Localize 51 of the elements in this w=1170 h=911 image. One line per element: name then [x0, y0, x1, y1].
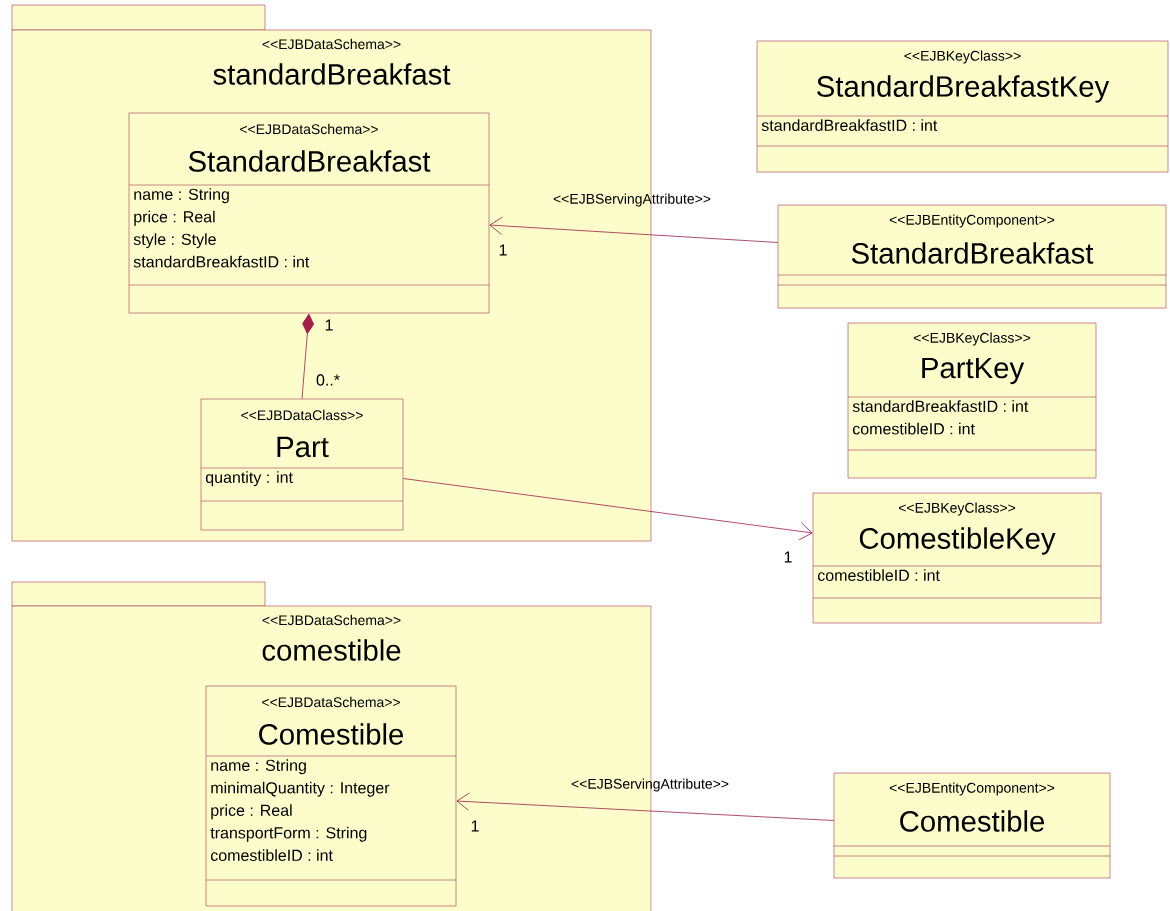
attribute-text: comestibleID : int — [817, 569, 940, 581]
stereotype-label: <<EJBEntityComponent>> — [889, 782, 1055, 796]
class-name: StandardBreakfast — [851, 242, 1094, 264]
stereotype-label: <<EJBDataClass>> — [241, 409, 363, 421]
attribute-text: style : Style — [133, 233, 216, 249]
class-name: Comestible — [900, 810, 1045, 832]
attribute-text: minimalQuantity : Integer — [211, 781, 390, 797]
class-name: StandardBreakfast — [188, 150, 431, 172]
stereotype-label: <<EJBKeyClass>> — [898, 502, 1016, 516]
class-box — [205, 685, 457, 907]
class-box — [200, 398, 404, 531]
stereotype-label: <<EJBDataSchema>> — [262, 38, 401, 50]
multiplicity-label: 1 — [471, 820, 479, 832]
attribute-text: standardBreakfastID : int — [852, 400, 1029, 412]
association-arrow — [489, 216, 779, 243]
package-name: standardBreakfast — [213, 63, 451, 85]
association-arrow — [456, 792, 835, 821]
class-box — [833, 772, 1111, 879]
class-name: StandardBreakfastKey — [817, 75, 1110, 103]
stereotype-label: <<EJBKeyClass>> — [913, 332, 1031, 346]
stereotype-label: <<EJBDataSchema>> — [240, 123, 378, 135]
class-name: Comestible — [259, 723, 404, 745]
class-name: ComestibleKey — [859, 527, 1056, 555]
attribute-text: price : Real — [134, 210, 215, 226]
multiplicity-label: 0..* — [316, 374, 340, 386]
attribute-text: transportForm : String — [210, 826, 367, 842]
edge-label: <<EJBServingAttribute>> — [571, 778, 729, 792]
stereotype-label: <<EJBEntityComponent>> — [889, 214, 1055, 228]
multiplicity-label: 1 — [784, 551, 792, 563]
attribute-text: standardBreakfastID : int — [133, 255, 310, 268]
class-box — [812, 492, 1102, 624]
edge-label: <<EJBServingAttribute>> — [553, 193, 711, 207]
package-name: comestible — [262, 639, 401, 661]
stereotype-label: <<EJBDataSchema>> — [262, 614, 401, 626]
attribute-text: comestibleID : int — [852, 422, 975, 435]
attribute-text: comestibleID : int — [210, 849, 333, 861]
attribute-text: quantity : int — [205, 471, 293, 487]
class-name: PartKey — [922, 357, 1025, 385]
class-box — [777, 204, 1167, 309]
composition-line — [301, 313, 315, 400]
attribute-text: standardBreakfastID : int — [761, 119, 938, 131]
class-box — [756, 40, 1169, 173]
attribute-text: name : String — [134, 188, 229, 204]
class-box — [847, 322, 1097, 479]
class-box — [128, 112, 490, 314]
stereotype-label: <<EJBDataSchema>> — [262, 696, 400, 708]
attribute-text: price : Real — [211, 804, 292, 820]
attribute-text: name : String — [211, 759, 306, 775]
stereotype-label: <<EJBKeyClass>> — [904, 50, 1021, 64]
association-arrow — [402, 478, 813, 541]
class-name: Part — [277, 436, 329, 458]
